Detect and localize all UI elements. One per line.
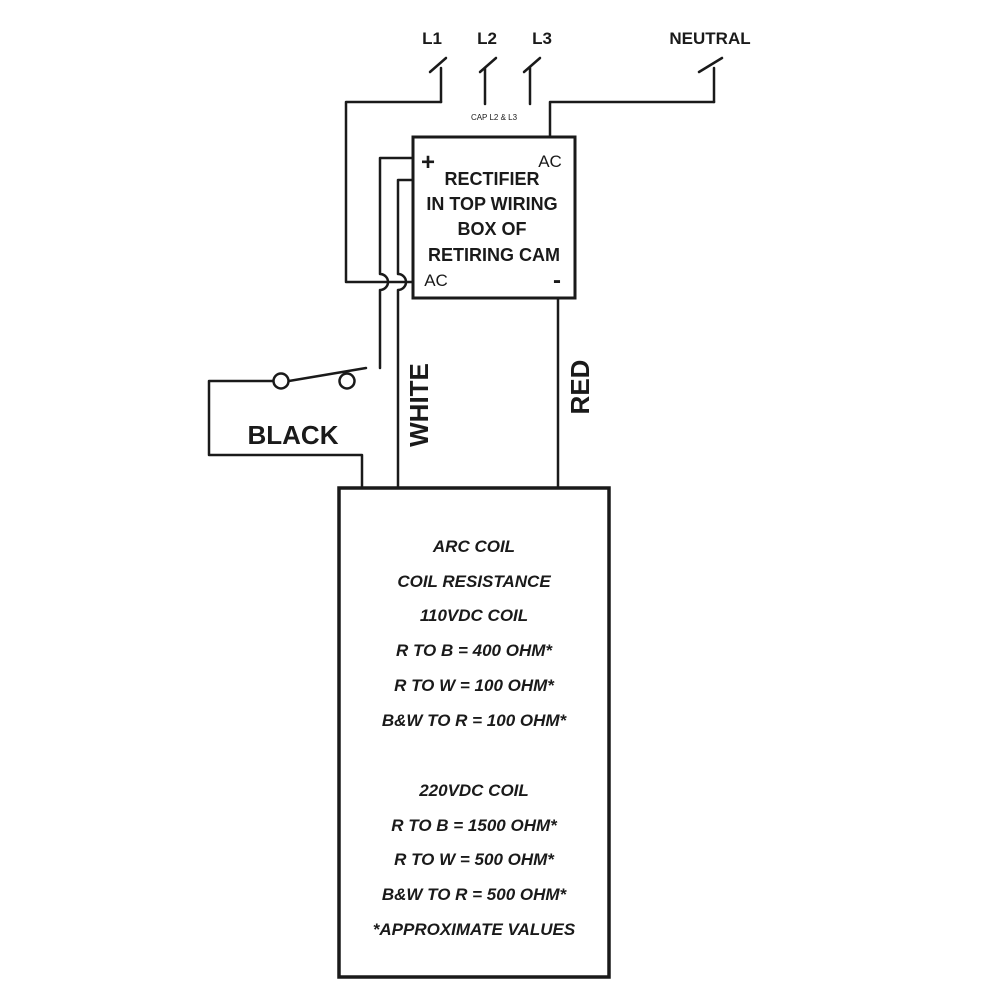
- black-wire-lower: [207, 379, 364, 490]
- coil220-r-to-w: R TO W = 500 OHM*: [394, 850, 555, 869]
- coil-title: ARC COIL: [432, 537, 515, 556]
- black-label: BLACK: [248, 420, 339, 450]
- rectifier-minus: -: [553, 267, 561, 294]
- coil110-r-to-b: R TO B = 400 OHM*: [396, 641, 553, 660]
- switch-contact-right: [338, 372, 356, 390]
- l1-disconnect: [428, 56, 448, 104]
- rectifier-title-1: RECTIFIER: [444, 169, 539, 189]
- l1-label: L1: [422, 29, 442, 48]
- coil220-r-to-b: R TO B = 1500 OHM*: [391, 816, 558, 835]
- cap-note: CAP L2 & L3: [471, 113, 518, 122]
- switch-contact-left: [272, 372, 290, 390]
- rectifier-ac-bottom: AC: [424, 271, 448, 290]
- l3-disconnect: [522, 56, 542, 106]
- arc-coil-box: [337, 486, 611, 979]
- white-label: WHITE: [404, 363, 434, 447]
- coil220-heading: 220VDC COIL: [418, 781, 529, 800]
- rectifier-box: [411, 135, 577, 300]
- white-wire: [396, 178, 415, 490]
- l3-label: L3: [532, 29, 552, 48]
- rectifier-title-3: BOX OF: [457, 219, 526, 239]
- coil-subtitle: COIL RESISTANCE: [397, 572, 551, 591]
- coil-footnote: *APPROXIMATE VALUES: [373, 920, 576, 939]
- l2-label: L2: [477, 29, 497, 48]
- neutral-wire: [548, 100, 716, 138]
- red-label: RED: [565, 360, 595, 415]
- rectifier-plus: +: [421, 149, 435, 176]
- rectifier-ac-top: AC: [538, 152, 562, 171]
- neutral-label: NEUTRAL: [669, 29, 750, 48]
- l1-wire: [344, 100, 443, 284]
- black-switch: [272, 366, 368, 390]
- rectifier-title-2: IN TOP WIRING: [426, 194, 557, 214]
- black-wire-upper: [378, 156, 415, 370]
- coil220-bw-to-r: B&W TO R = 500 OHM*: [382, 885, 568, 904]
- coil110-bw-to-r: B&W TO R = 100 OHM*: [382, 711, 568, 730]
- coil110-heading: 110VDC COIL: [420, 606, 528, 625]
- rectifier-title-4: RETIRING CAM: [428, 245, 560, 265]
- coil110-r-to-w: R TO W = 100 OHM*: [394, 676, 555, 695]
- neutral-disconnect: [697, 56, 724, 104]
- l2-disconnect: [478, 56, 498, 106]
